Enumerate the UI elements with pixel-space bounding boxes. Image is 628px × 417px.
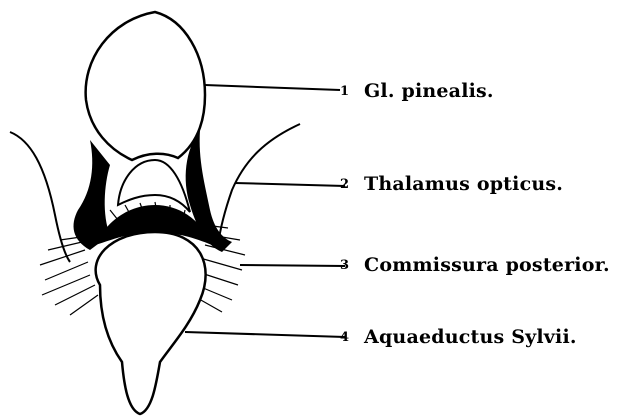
label-number: 4: [340, 330, 364, 345]
pineal-gland: [86, 12, 205, 160]
label-text: Aquaeductus Sylvii.: [364, 326, 577, 348]
label-thalamus-opticus: 2 Thalamus opticus.: [340, 172, 563, 196]
label-number: 1: [340, 84, 364, 99]
left-thalamus-outline: [10, 132, 70, 262]
label-number: 3: [340, 258, 364, 273]
label-aquaeductus-sylvii: 4 Aquaeductus Sylvii.: [340, 325, 577, 349]
label-commissura-posterior: 3 Commissura posterior.: [340, 253, 610, 277]
pineal-stalk-recess: [118, 160, 190, 212]
aqueduct: [96, 232, 206, 414]
leader-line-1: [205, 85, 340, 90]
leader-line-2: [235, 183, 345, 186]
label-text: Gl. pinealis.: [364, 80, 494, 102]
label-number: 2: [340, 177, 364, 192]
label-text: Thalamus opticus.: [364, 173, 563, 195]
leader-line-3: [240, 265, 345, 266]
label-pineal-gland: 1 Gl. pinealis.: [340, 79, 494, 103]
leader-line-4: [185, 332, 345, 337]
label-text: Commissura posterior.: [364, 254, 610, 276]
